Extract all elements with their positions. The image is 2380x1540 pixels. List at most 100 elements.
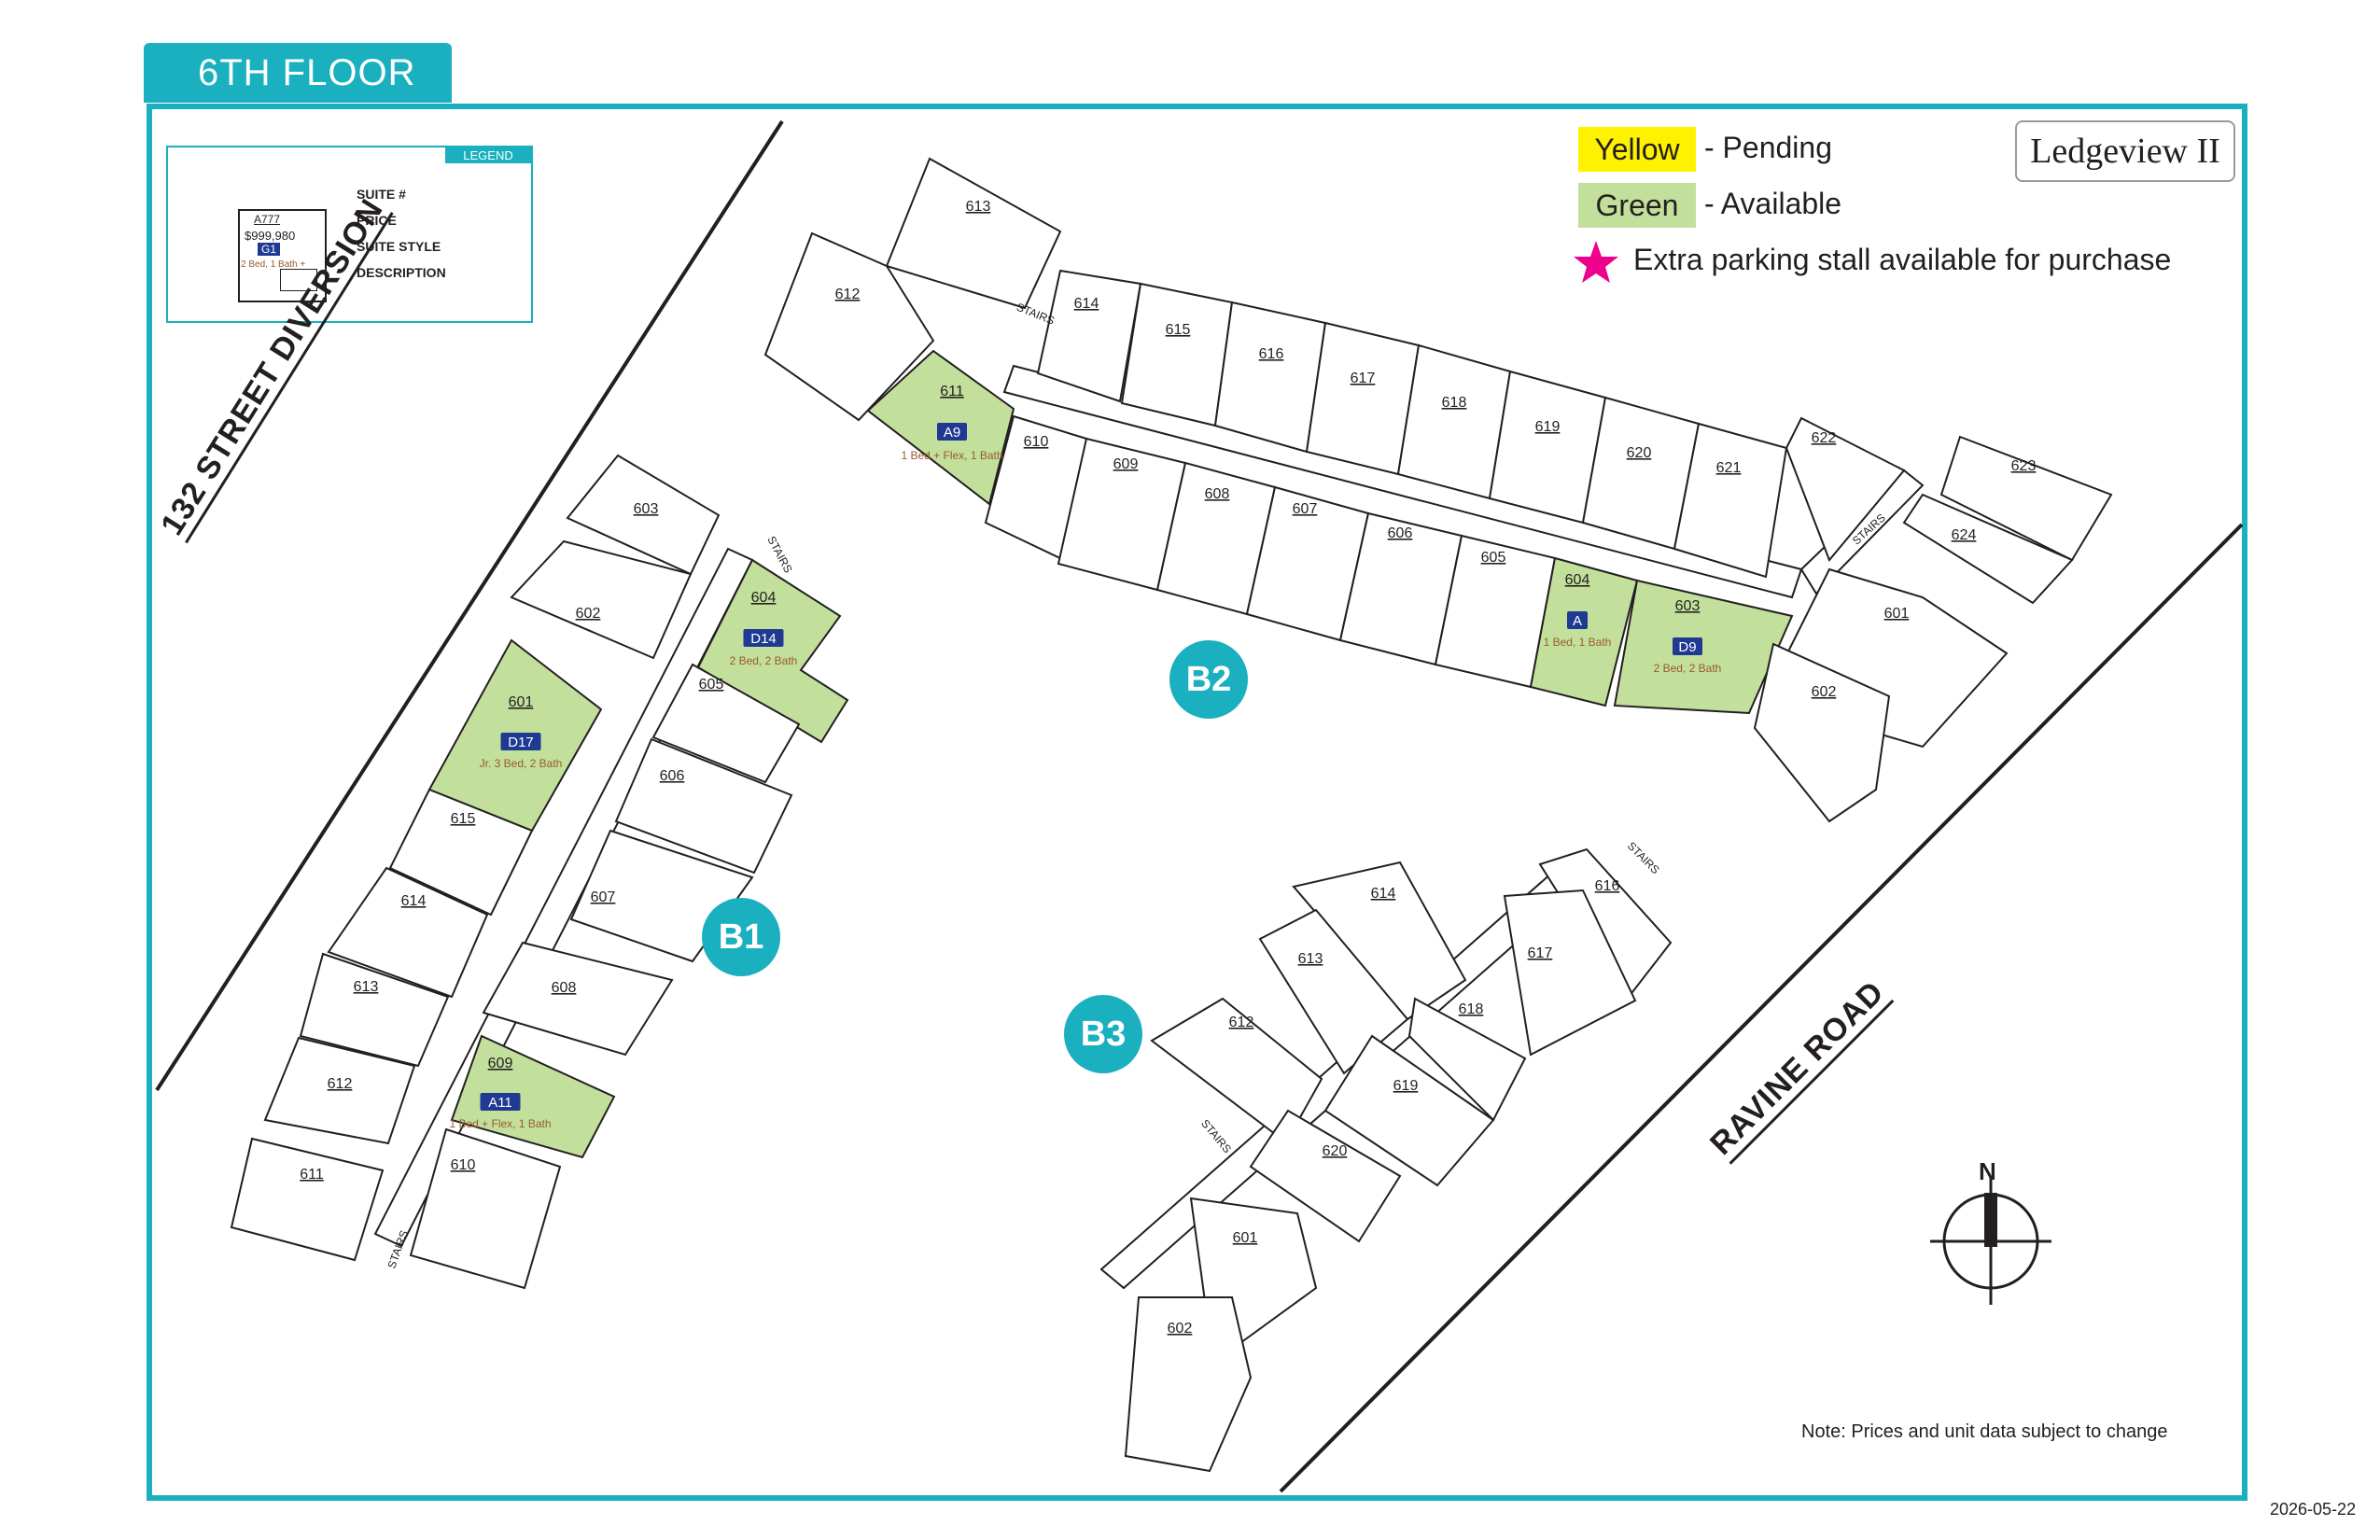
suite-b2-603[interactable] <box>1613 579 1794 715</box>
suite-number-b3-601: 601 <box>1233 1230 1258 1246</box>
suite-number-b2-606: 606 <box>1388 525 1413 541</box>
suite-b2-614[interactable] <box>1036 269 1142 403</box>
building-marker-b1[interactable]: B1 <box>702 898 780 976</box>
stairs-label-4: STAIRS <box>1625 839 1662 876</box>
style-badge-b2-604 <box>1567 611 1588 629</box>
building-b2 <box>763 157 2113 823</box>
legend-sample-style: G1 <box>258 243 281 256</box>
building-b3 <box>1099 847 1673 1473</box>
suite-number-b1-602: 602 <box>576 606 601 622</box>
suite-number-b1-606: 606 <box>660 768 685 784</box>
suite-b2-615[interactable] <box>1120 282 1234 427</box>
suite-b1-610[interactable] <box>409 1127 562 1290</box>
suite-b3-620[interactable] <box>1249 1109 1402 1243</box>
stairs-label-5: STAIRS <box>1198 1117 1234 1156</box>
suite-number-b2-614: 614 <box>1074 296 1099 312</box>
suite-b1-611[interactable] <box>230 1137 385 1262</box>
building-marker-b2[interactable]: B2 <box>1169 640 1248 719</box>
legend-sample-description: 2 Bed, 1 Bath + <box>241 259 306 270</box>
suite-b1-608[interactable] <box>482 941 674 1057</box>
style-badge-b1-601 <box>500 733 541 750</box>
suite-b1-605[interactable] <box>651 663 801 784</box>
suite-style-b2-604: A <box>1573 613 1582 629</box>
suite-b2-613[interactable] <box>885 157 1062 310</box>
suite-style-b2-603: D9 <box>1678 639 1696 655</box>
disclaimer-note: Note: Prices and unit data subject to ch… <box>1801 1421 2168 1442</box>
road-east-line <box>1279 523 2244 1493</box>
suite-number-b3-620: 620 <box>1323 1143 1348 1159</box>
suite-number-b2-607: 607 <box>1293 501 1318 517</box>
suite-style-b1-604: D14 <box>750 631 777 647</box>
suite-b2-612[interactable] <box>763 231 935 422</box>
suite-number-b2-615: 615 <box>1166 322 1191 338</box>
suite-b3-617[interactable] <box>1503 889 1637 1057</box>
suite-description-b1-601: Jr. 3 Bed, 2 Bath <box>480 757 563 770</box>
suite-b1-613[interactable] <box>299 952 450 1068</box>
suite-b3-602[interactable] <box>1124 1296 1253 1473</box>
suite-b1-614[interactable] <box>327 866 489 999</box>
suite-number-b1-614: 614 <box>401 893 427 909</box>
suite-number-b1-615: 615 <box>451 811 476 827</box>
suite-number-b2-621: 621 <box>1716 460 1742 476</box>
suite-number-b2-616: 616 <box>1259 346 1284 362</box>
suite-b2-621[interactable] <box>1673 422 1788 579</box>
suite-number-b1-607: 607 <box>591 889 616 905</box>
suite-number-b1-608: 608 <box>552 980 577 996</box>
suite-number-b3-619: 619 <box>1393 1078 1419 1094</box>
suite-b1-612[interactable] <box>263 1036 416 1145</box>
floor-label: 6TH FLOOR <box>198 52 416 93</box>
suite-number-b2-619: 619 <box>1535 419 1561 435</box>
suite-number-b2-609: 609 <box>1113 456 1139 472</box>
suite-description-b2-604: 1 Bed, 1 Bath <box>1544 636 1612 649</box>
suite-b2-622[interactable] <box>1785 416 1906 562</box>
suite-b2-616[interactable] <box>1213 301 1327 454</box>
suite-number-b1-604: 604 <box>751 590 777 606</box>
legend: LEGEND A777 $999,980 G1 2 Bed, 1 Bath + … <box>166 146 533 323</box>
building-marker-b3[interactable]: B3 <box>1064 995 1142 1073</box>
suite-b2-604[interactable] <box>1529 556 1639 707</box>
suite-number-b2-613: 613 <box>966 199 991 215</box>
suite-b1-615[interactable] <box>388 788 534 917</box>
suite-description-b1-604: 2 Bed, 2 Bath <box>730 654 798 667</box>
suite-number-b1-601: 601 <box>509 694 534 710</box>
suite-b2-602[interactable] <box>1753 642 1891 823</box>
suite-number-b2-601: 601 <box>1884 606 1910 622</box>
suite-number-b2-620: 620 <box>1627 445 1652 461</box>
suite-description-b2-603: 2 Bed, 2 Bath <box>1654 662 1722 675</box>
legend-sample-suite <box>238 209 327 302</box>
suite-number-b2-610: 610 <box>1024 434 1049 450</box>
parking-text: Extra parking stall available for purcha… <box>1633 243 2172 276</box>
pending-swatch: Yellow <box>1578 127 1696 172</box>
stairs-label-1: STAIRS <box>1015 301 1057 328</box>
suite-number-b2-605: 605 <box>1481 550 1506 566</box>
suite-b3-612[interactable] <box>1150 997 1323 1144</box>
floor-tab: 6TH FLOOR <box>144 43 452 103</box>
legend-label-description: DESCRIPTION <box>357 265 446 280</box>
print-date: 2026-05-22 <box>2270 1500 2357 1519</box>
suite-b2-624[interactable] <box>1902 493 2074 605</box>
suite-b1-609[interactable] <box>450 1034 616 1159</box>
suite-number-b2-618: 618 <box>1442 395 1467 411</box>
style-badge-b2-603 <box>1673 637 1702 655</box>
suite-b1-602[interactable] <box>510 539 693 660</box>
suite-style-b1-609: A11 <box>488 1095 512 1111</box>
suite-b3-613[interactable] <box>1258 908 1409 1075</box>
suite-b1-606[interactable] <box>614 737 793 875</box>
available-text: - Available <box>1704 187 1842 220</box>
legend-sample-code: A777 <box>254 213 281 226</box>
suite-number-b3-618: 618 <box>1459 1001 1484 1017</box>
brand-logo: Ledgeview II <box>2015 120 2235 182</box>
suite-number-b2-617: 617 <box>1351 371 1376 386</box>
suite-number-b1-612: 612 <box>328 1076 353 1092</box>
suite-number-b3-614: 614 <box>1371 886 1396 902</box>
legend-sample-price: $999,980 <box>245 229 296 243</box>
legend-label-style: SUITE STYLE <box>357 239 441 254</box>
suite-number-b3-612: 612 <box>1229 1015 1254 1030</box>
suite-number-b2-622: 622 <box>1812 430 1837 446</box>
suite-number-b2-604: 604 <box>1565 572 1590 588</box>
suite-b3-619[interactable] <box>1323 1034 1495 1187</box>
legend-label-price: PRICE <box>357 213 397 228</box>
north-arrow-icon <box>1930 1178 2051 1305</box>
suite-number-b1-603: 603 <box>634 501 659 517</box>
suite-number-b1-605: 605 <box>699 677 724 693</box>
